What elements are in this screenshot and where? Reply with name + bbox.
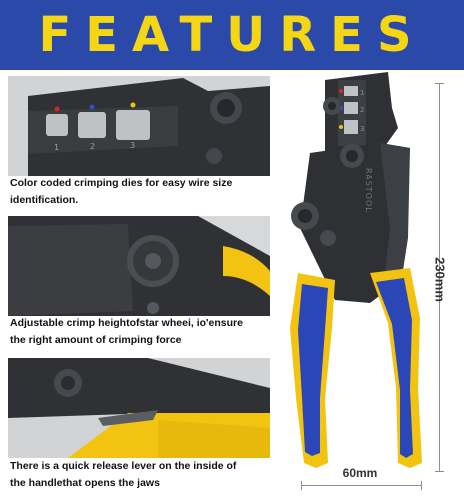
brand-engraving: RASTOOL [364, 168, 373, 213]
banner-title: FEATURES [38, 7, 426, 63]
die-mark-2: 2 [90, 142, 95, 151]
star-wheel-illustration [8, 216, 270, 316]
star-wheel-icon [127, 235, 179, 287]
tool-die-mark-3: 3 [360, 125, 364, 133]
width-dimension-tick-right [421, 481, 422, 490]
tool-die-mark-1: 1 [360, 89, 364, 97]
length-dimension-tick-bottom [435, 471, 444, 472]
length-dimension-label: 230mm [432, 257, 448, 302]
width-dimension-label: 60mm [342, 466, 378, 480]
crimper-tool-illustration: 1 2 3 RASTOOL [290, 72, 422, 468]
dies-closeup-illustration: 1 2 3 [8, 76, 270, 176]
crimper-product-image: 1 2 3 RASTOOL [270, 68, 464, 494]
feature-caption-star-wheel: Adjustable crimp heightofstar wheei, io'… [10, 317, 243, 346]
feature-photo-dies: 1 2 3 [8, 76, 270, 176]
feature-caption-dies: Color coded crimping dies for easy wire … [10, 177, 233, 206]
tool-die-mark-2: 2 [360, 106, 364, 114]
features-banner: FEATURES [0, 0, 464, 70]
feature-caption-release-lever: There is a quick release lever on the in… [10, 460, 237, 489]
feature-photo-star-wheel [8, 216, 270, 316]
length-dimension-line [439, 83, 440, 471]
feature-photo-release-lever [8, 358, 270, 458]
die-mark-1: 1 [54, 143, 59, 152]
die-mark-3: 3 [130, 141, 135, 150]
release-lever-icon [98, 410, 158, 426]
release-lever-illustration [8, 358, 270, 458]
length-dimension-tick-top [435, 83, 444, 84]
width-dimension-line [301, 485, 421, 486]
width-dimension-tick-left [301, 481, 302, 490]
